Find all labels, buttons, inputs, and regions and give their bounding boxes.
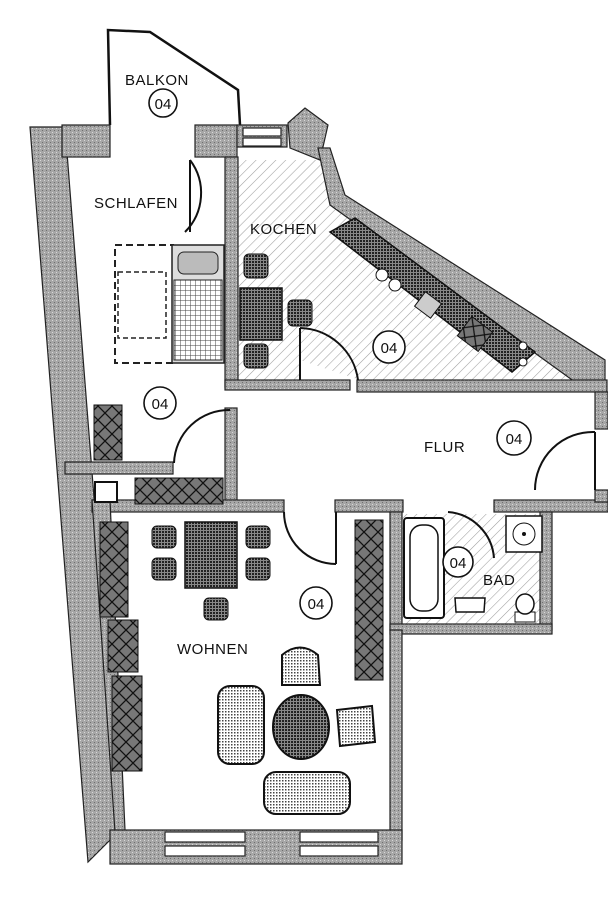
room-label-balkon: BALKON 04 bbox=[125, 72, 189, 118]
doors bbox=[173, 159, 596, 565]
wardrobes bbox=[93, 404, 224, 505]
room-label-wohnen: WOHNEN 04 bbox=[177, 586, 333, 658]
room-name: KOCHEN bbox=[250, 221, 317, 238]
toilet bbox=[514, 593, 536, 623]
dining-table bbox=[151, 521, 271, 621]
room-label-kochen: KOCHEN 04 bbox=[250, 221, 406, 364]
kitchen-counter bbox=[328, 217, 537, 373]
kitchen-table bbox=[239, 253, 313, 369]
room-number: 04 bbox=[506, 431, 523, 448]
room-name: BALKON bbox=[125, 72, 189, 89]
room-name: WOHNEN bbox=[177, 641, 248, 658]
room-number: 04 bbox=[155, 96, 172, 113]
windows bbox=[164, 127, 379, 857]
room-name: FLUR bbox=[424, 439, 465, 456]
balcony bbox=[106, 28, 242, 126]
bathtub bbox=[403, 517, 445, 619]
living-wardrobes bbox=[99, 519, 384, 772]
room-name: SCHLAFEN bbox=[94, 195, 178, 212]
bed bbox=[114, 244, 225, 364]
sofa-set bbox=[217, 646, 377, 815]
room-number: 04 bbox=[152, 396, 169, 413]
room-name: BAD bbox=[483, 572, 515, 589]
room-label-bad: BAD 04 bbox=[442, 546, 515, 589]
room-number: 04 bbox=[450, 555, 467, 572]
room-label-flur: FLUR 04 bbox=[424, 420, 532, 456]
room-label-schlafen: SCHLAFEN 04 bbox=[94, 195, 178, 420]
sink bbox=[454, 515, 543, 613]
room-number: 04 bbox=[308, 596, 325, 613]
room-number: 04 bbox=[381, 340, 398, 357]
